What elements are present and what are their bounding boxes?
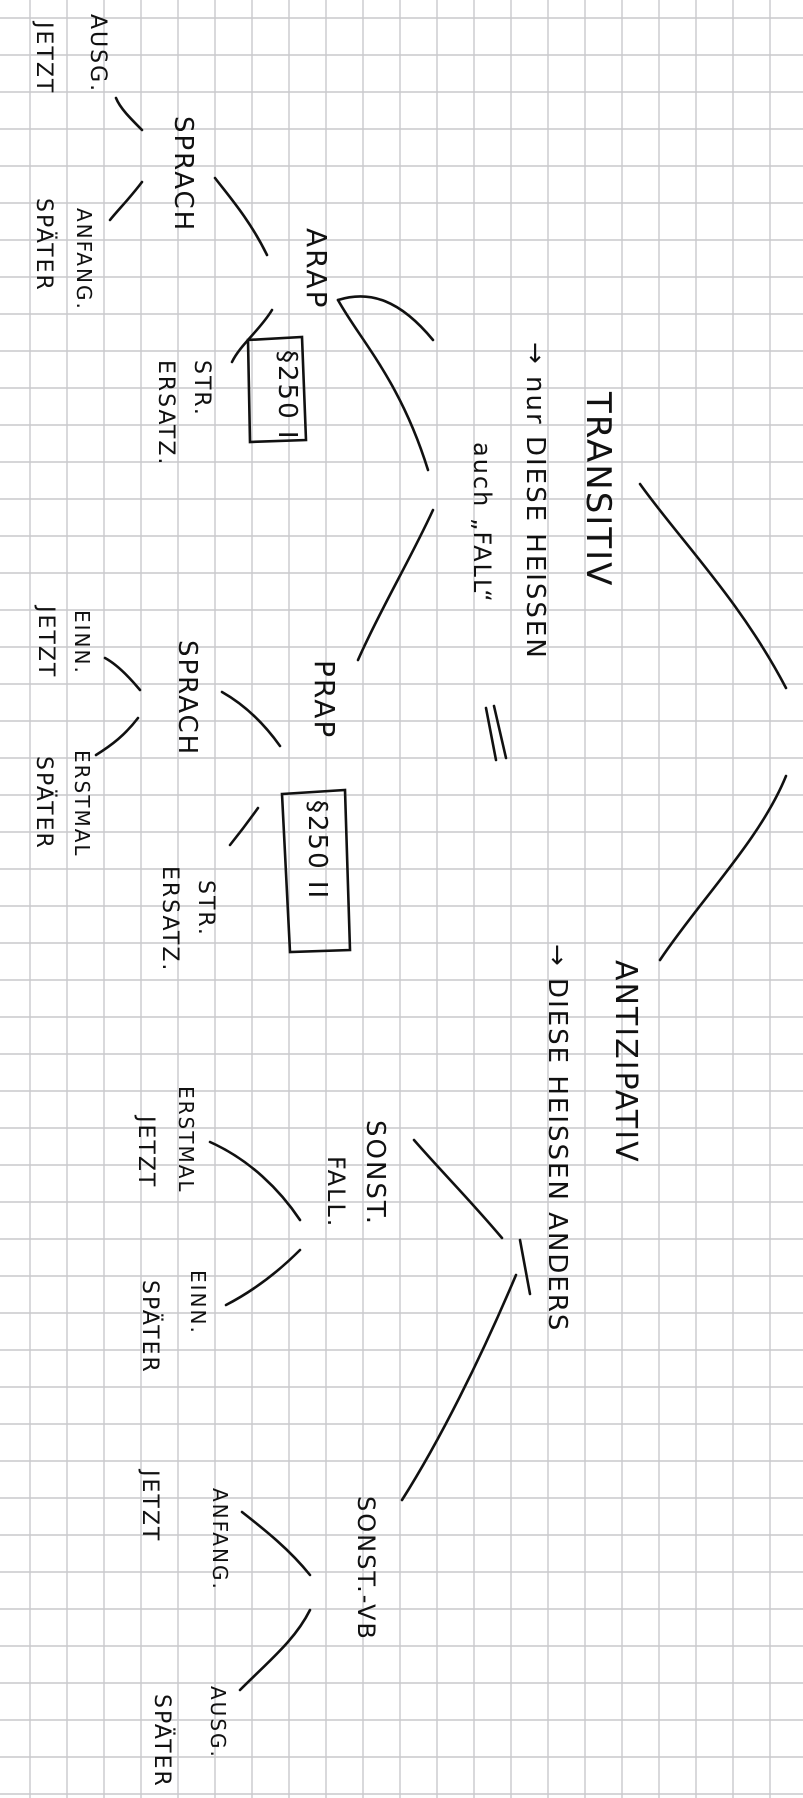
- prap-str: STR.: [193, 880, 218, 937]
- prap-str-ersatz: ERSATZ.: [157, 866, 182, 973]
- prap-einn: EINN.: [70, 610, 94, 675]
- edge-transitiv-prap: [356, 508, 435, 662]
- arap-anfang: ANFANG.: [72, 208, 96, 311]
- edge-anti-sonstvb: [400, 1273, 518, 1502]
- edge-arap-str: [230, 308, 274, 364]
- edge-sprach-anfang: [108, 180, 144, 222]
- antizipativ-label: ANTIZIPATIV: [608, 960, 643, 1164]
- edge-prap-sprach-einn: [103, 656, 142, 692]
- edge-sprach-ausg: [114, 96, 144, 132]
- sonstvb-ausg: AUSG.: [206, 1686, 230, 1759]
- sonstvb-spaeter: SPÄTER: [149, 1694, 174, 1788]
- edge-arap-transitiv: [336, 298, 430, 472]
- box-250-ii: [280, 788, 352, 954]
- edge-anti-sonstfall: [412, 1138, 504, 1240]
- edge-sonstvb-anfang: [240, 1510, 312, 1577]
- sonstvb-label: SONST.-VB: [352, 1496, 380, 1641]
- edge-prap-str: [228, 806, 260, 847]
- prap-erstmal: ERSTMAL: [70, 750, 94, 858]
- edge-root-antizipativ: [638, 482, 788, 690]
- sonstfall-jetzt: JETZT: [133, 1116, 158, 1189]
- sonstfall-spaeter: SPÄTER: [137, 1280, 162, 1374]
- edge-root-transitiv-arap: [336, 295, 435, 342]
- prap-sprache: SPRACH: [172, 640, 202, 757]
- arap-str: STR.: [189, 360, 214, 417]
- sonstvb-jetzt: JETZT: [137, 1470, 162, 1543]
- prap-paragraph: §250 II: [302, 800, 332, 901]
- arap-sprache: SPRACH: [168, 116, 198, 233]
- arap-label: ARAP: [300, 228, 333, 310]
- root-transitiv: TRANSITIV: [578, 392, 618, 588]
- arap-jetzt: JETZT: [31, 22, 56, 95]
- edge-root-antizipativ-2: [658, 774, 788, 962]
- sonstfall-line2: FALL.: [322, 1156, 350, 1229]
- arap-ausg: AUSG.: [85, 14, 110, 94]
- underline-heissen: [484, 704, 508, 762]
- underline-heissen-anders: [518, 1238, 532, 1296]
- arap-spaeter: SPÄTER: [31, 198, 56, 292]
- sonstvb-anfang: ANFANG.: [208, 1488, 232, 1591]
- sonstfall-erstmal: ERSTMAL: [174, 1086, 198, 1194]
- prap-jetzt: JETZT: [33, 606, 58, 679]
- arap-paragraph: §250 I: [272, 350, 302, 441]
- transitiv-note-line1: → nur DIESE HEISSEN: [520, 342, 550, 660]
- prap-label: PRAP: [308, 660, 341, 740]
- edge-sonstfall-erstmal: [208, 1140, 302, 1222]
- edge-sonstfall-einn: [224, 1248, 302, 1307]
- prap-spaeter: SPÄTER: [31, 756, 56, 850]
- edge-sonstvb-ausg: [238, 1608, 312, 1692]
- edge-arap-sprach: [213, 176, 269, 257]
- antizipativ-note: → DIESE HEISSEN ANDERS: [542, 944, 572, 1333]
- edge-prap-sprach: [220, 690, 282, 748]
- sonstfall-einn: EINN.: [186, 1270, 210, 1335]
- transitiv-note-line2: auch „FALL“: [468, 442, 496, 604]
- sonstfall-line1: SONST.: [360, 1120, 390, 1226]
- arap-str-ersatz: ERSATZ.: [153, 360, 178, 467]
- box-250-i: [246, 335, 308, 444]
- edge-prap-sprach-erstmal: [94, 716, 140, 757]
